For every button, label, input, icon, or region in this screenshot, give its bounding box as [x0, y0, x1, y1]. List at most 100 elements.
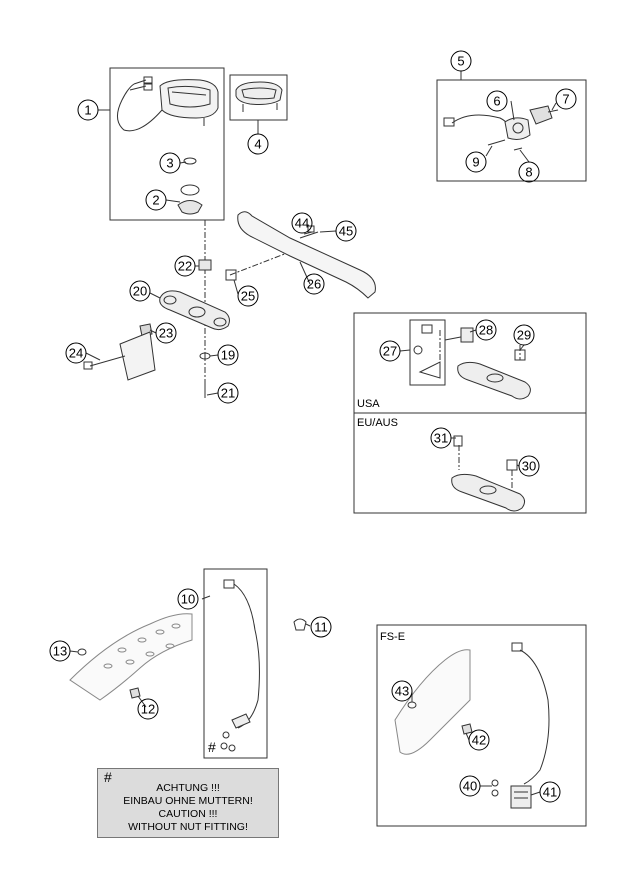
svg-text:43: 43	[395, 684, 409, 699]
fse-label: FS-E	[380, 631, 405, 643]
part-3-ring	[183, 157, 197, 165]
svg-text:22: 22	[178, 259, 192, 274]
svg-text:25: 25	[241, 289, 255, 304]
usa-clamp	[457, 361, 531, 400]
part-28-bolt	[460, 327, 474, 343]
part-13-ring	[77, 648, 87, 656]
svg-text:29: 29	[517, 328, 531, 343]
callout-19: 19	[217, 344, 239, 366]
svg-text:6: 6	[493, 94, 500, 109]
warning-line-2: EINBAU OHNE MUTTERN!	[123, 795, 253, 807]
svg-text:9: 9	[472, 155, 479, 170]
callout-24: 24	[65, 342, 87, 364]
svg-text:24: 24	[69, 346, 83, 361]
svg-text:45: 45	[339, 224, 353, 239]
callout-42: 42	[468, 729, 490, 751]
svg-text:40: 40	[463, 779, 477, 794]
part-25-spacer	[225, 269, 237, 281]
part-4-display	[235, 81, 283, 112]
callout-4: 4	[247, 133, 269, 155]
svg-text:26: 26	[307, 277, 321, 292]
callout-28: 28	[475, 319, 497, 341]
callout-5: 5	[450, 50, 472, 72]
part-5-box	[436, 79, 587, 182]
part-26-bracket	[237, 211, 376, 299]
callout-21: 21	[217, 382, 239, 404]
warning-line-3: CAUTION !!!	[158, 808, 218, 820]
assembly-lines	[204, 220, 521, 490]
speedometer-unit	[117, 76, 219, 132]
svg-text:44: 44	[295, 216, 309, 231]
svg-text:10: 10	[181, 592, 195, 607]
callout-29: 29	[513, 324, 535, 346]
svg-text:30: 30	[522, 459, 536, 474]
sensor-cable-box	[203, 568, 268, 759]
callout-9: 9	[465, 151, 487, 173]
usa-label: USA	[357, 398, 380, 410]
warning-text: ACHTUNG !!! EINBAU OHNE MUTTERN! CAUTION…	[98, 782, 278, 834]
cable-mark: #	[208, 739, 216, 755]
part-20-clamp	[159, 290, 230, 331]
svg-text:1: 1	[84, 103, 91, 118]
callout-1: 1	[77, 99, 99, 121]
callout-31: 31	[430, 427, 452, 449]
part-24-bracket	[83, 331, 156, 381]
callout-27: 27	[379, 340, 401, 362]
svg-text:31: 31	[434, 431, 448, 446]
part-41-cable	[510, 642, 550, 809]
callout-20: 20	[129, 280, 151, 302]
svg-text:13: 13	[53, 644, 67, 659]
svg-text:2: 2	[152, 193, 159, 208]
svg-text:11: 11	[314, 620, 328, 635]
callout-13: 13	[49, 640, 71, 662]
svg-text:42: 42	[472, 733, 486, 748]
callout-26: 26	[303, 273, 325, 295]
eu-aus-label: EU/AUS	[357, 417, 398, 429]
svg-text:28: 28	[479, 323, 493, 338]
callout-45: 45	[335, 220, 357, 242]
callout-41: 41	[539, 781, 561, 803]
callout-30: 30	[518, 455, 540, 477]
callout-10: 10	[177, 588, 199, 610]
part-11-clip	[293, 618, 307, 631]
fse-disc	[394, 649, 471, 755]
svg-text:8: 8	[525, 165, 532, 180]
warning-note: # ACHTUNG !!! EINBAU OHNE MUTTERN! CAUTI…	[97, 768, 279, 838]
warning-line-1: ACHTUNG !!!	[156, 782, 220, 794]
callout-7: 7	[555, 88, 577, 110]
svg-text:23: 23	[159, 326, 173, 341]
part-10-cable	[220, 579, 260, 752]
eu-clamp	[451, 473, 526, 512]
svg-text:41: 41	[543, 785, 557, 800]
leader-lines	[69, 71, 557, 796]
callout-23: 23	[155, 322, 177, 344]
svg-text:19: 19	[221, 348, 235, 363]
part-27-detail	[409, 319, 446, 386]
svg-text:12: 12	[141, 702, 155, 717]
callout-12: 12	[137, 698, 159, 720]
svg-text:20: 20	[133, 284, 147, 299]
callout-22: 22	[174, 255, 196, 277]
svg-text:5: 5	[457, 54, 464, 69]
callout-8: 8	[518, 161, 540, 183]
callout-3: 3	[159, 152, 181, 174]
fse-box	[376, 624, 587, 827]
warning-line-4: WITHOUT NUT FITTING!	[128, 821, 248, 833]
part-22-nut	[198, 259, 212, 271]
callout-40: 40	[459, 775, 481, 797]
switch-assembly	[443, 105, 559, 151]
part-12-nut	[129, 687, 141, 699]
warning-hash: #	[104, 769, 112, 785]
callout-44: 44	[291, 212, 313, 234]
svg-text:4: 4	[254, 137, 261, 152]
part-2-mount	[177, 184, 203, 215]
svg-text:21: 21	[221, 386, 235, 401]
callout-2: 2	[145, 189, 167, 211]
brake-disc	[69, 613, 193, 701]
callout-43: 43	[391, 680, 413, 702]
callout-25: 25	[237, 285, 259, 307]
speedometer-kit-box	[109, 67, 225, 221]
callout-11: 11	[310, 616, 332, 638]
svg-text:7: 7	[562, 92, 569, 107]
